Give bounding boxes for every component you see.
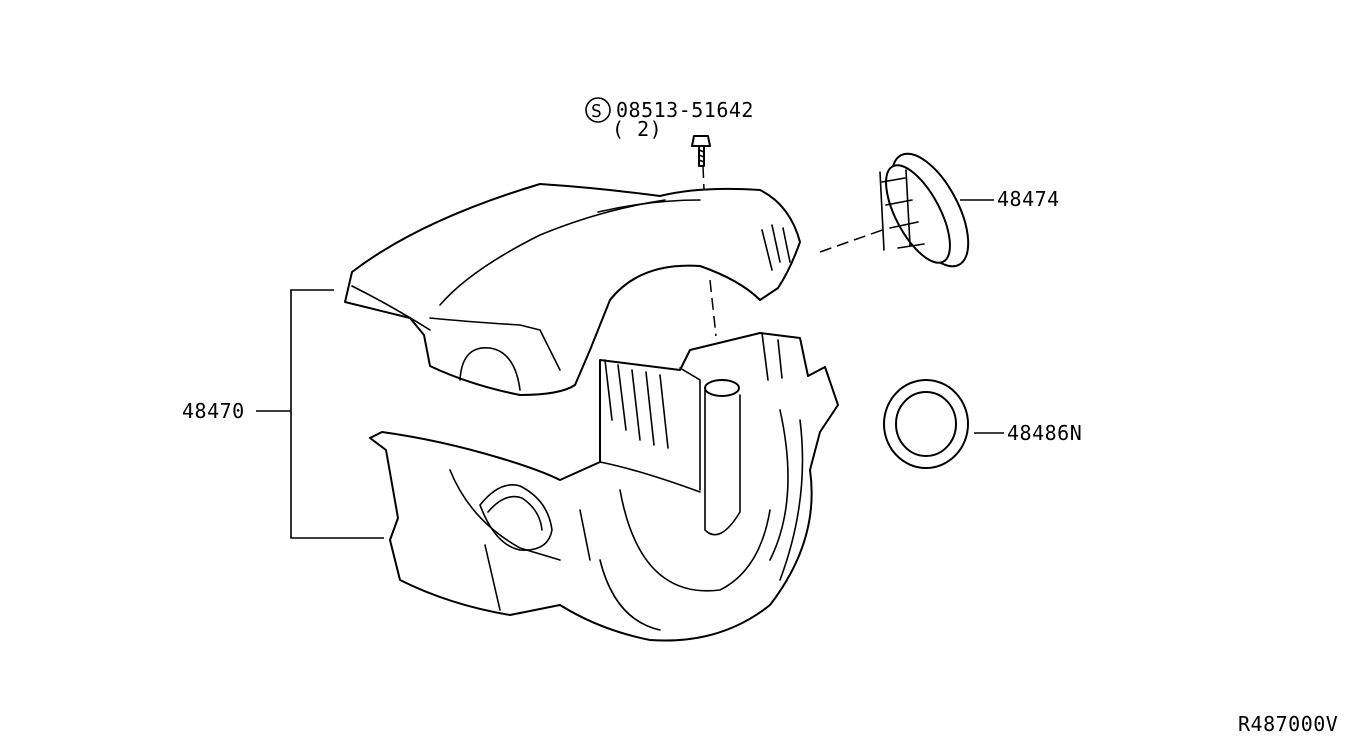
- upper-column-cover-icon: [344, 183, 801, 396]
- s-symbol-circle: [585, 97, 611, 123]
- lower-column-cover-icon: [369, 332, 839, 642]
- drawing-id: R487000V: [1238, 712, 1338, 736]
- s-symbol-letter: S: [591, 101, 602, 122]
- screw-callout[interactable]: S 08513-51642 ( 2): [585, 97, 754, 141]
- ring-part-label[interactable]: 48486N: [1007, 421, 1082, 445]
- bezel-part-label[interactable]: 48474: [997, 187, 1060, 211]
- screw-part-number: 08513-51642: [616, 98, 754, 122]
- cover-assembly-part-label[interactable]: 48470: [182, 399, 245, 423]
- column-dashed-guide: [709, 279, 717, 337]
- bezel-dashed-guide: [819, 227, 889, 253]
- screw-icon: [691, 135, 711, 191]
- ring-icon: [883, 379, 969, 469]
- cover-assembly-bracket: [256, 289, 384, 539]
- bezel-icon: [879, 152, 970, 268]
- screw-quantity: ( 2): [612, 117, 662, 141]
